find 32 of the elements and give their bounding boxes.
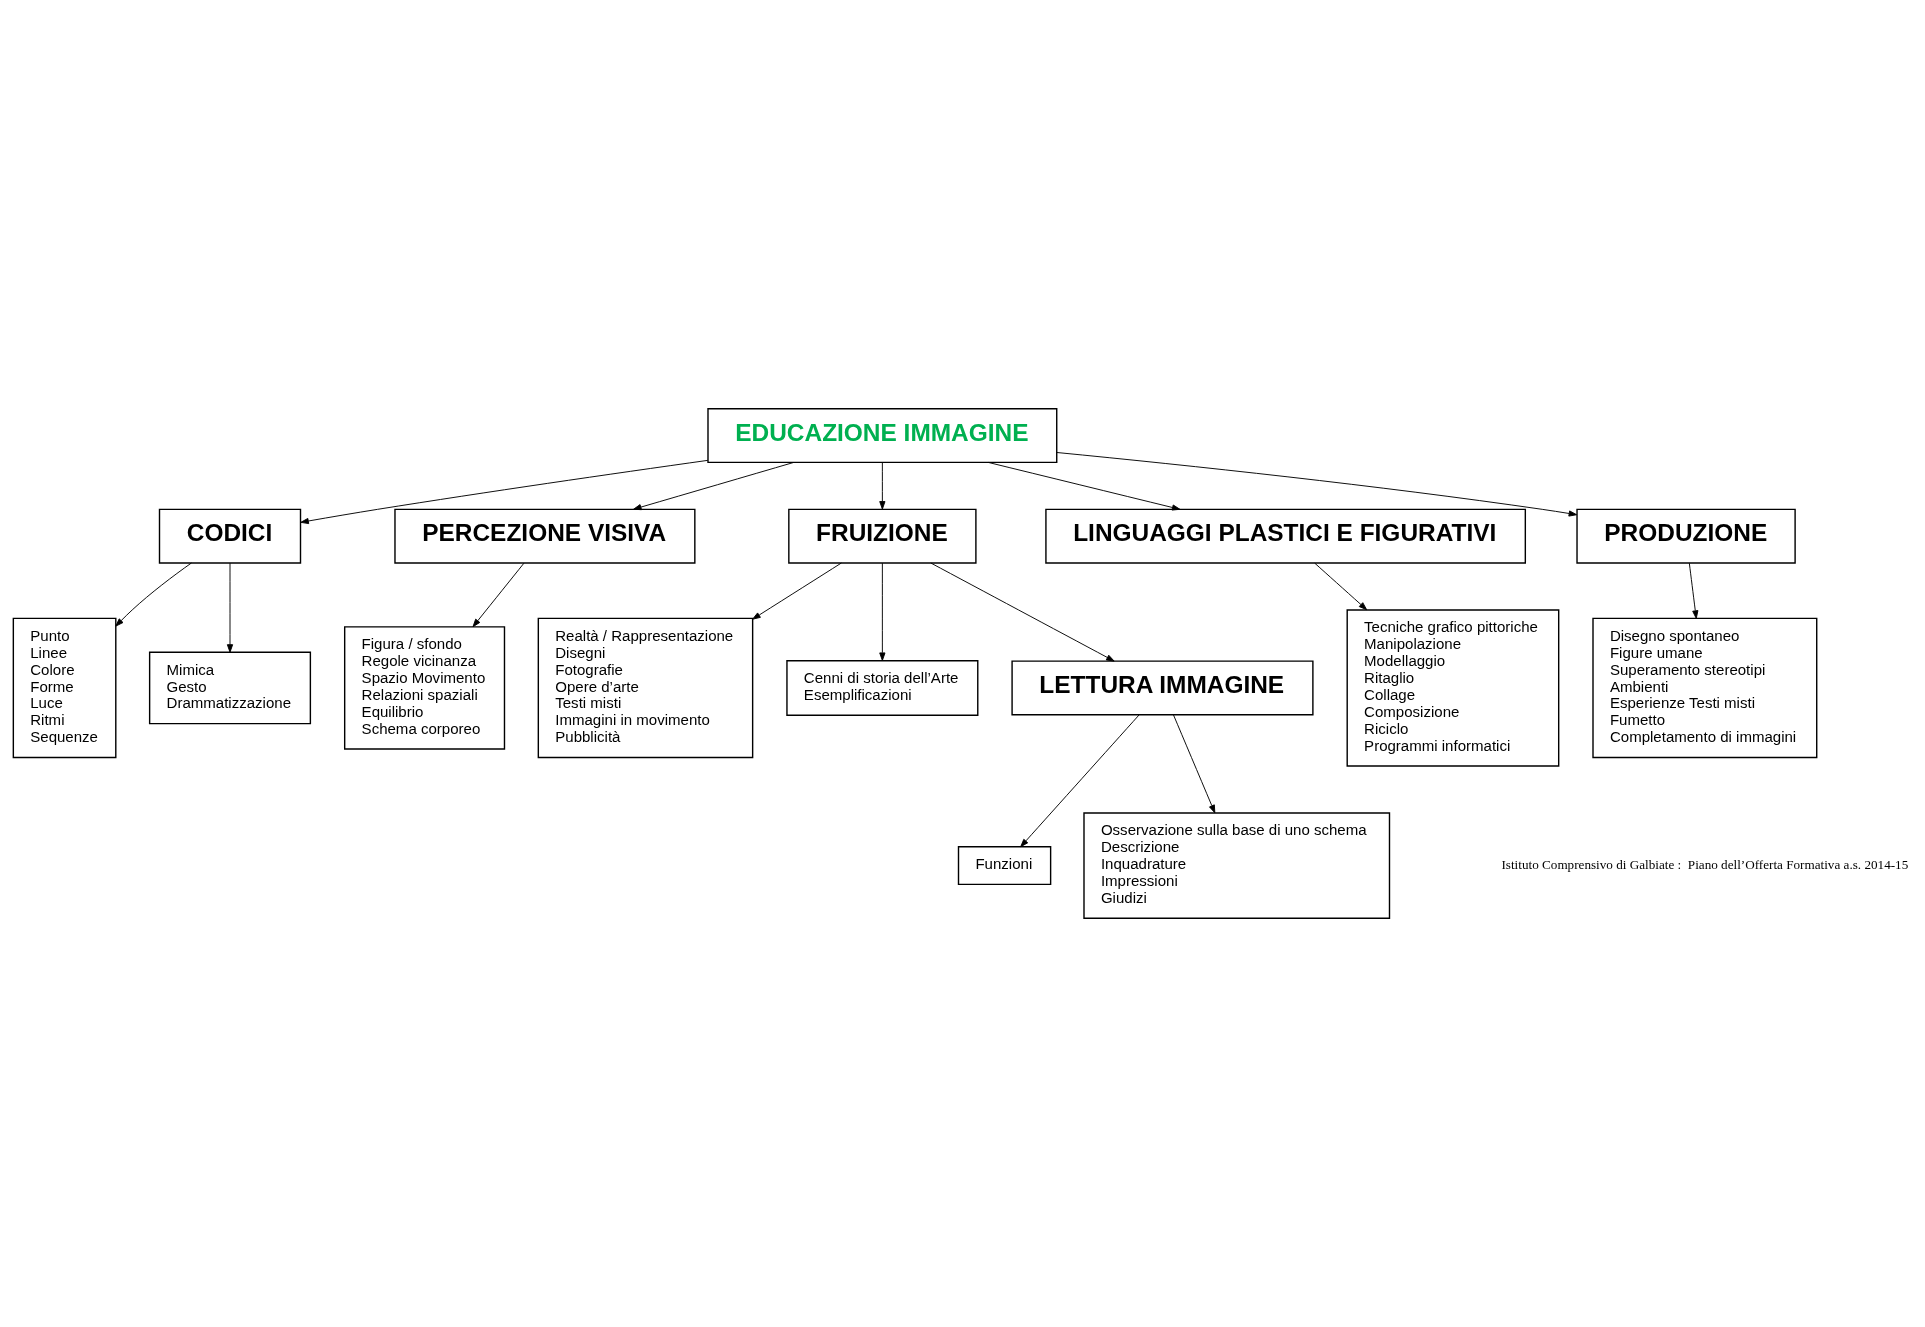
arrow	[633, 461, 795, 511]
arrow	[1056, 452, 1578, 517]
node-box: Osservazione sulla base di uno schema Descrizione Inquadrature Impressioni Giudizi	[1083, 812, 1391, 919]
node-box: CODICI	[158, 508, 302, 564]
node-box: PERCEZIONE VISIVA	[394, 508, 696, 564]
node-box: Funzioni	[957, 846, 1052, 886]
node-box: LINGUAGGI PLASTICI E FIGURATIVI	[1045, 508, 1527, 564]
node-box: Cenni di storia dell’Arte Esemplificazioni	[786, 659, 979, 716]
node-box: FRUIZIONE	[788, 508, 977, 564]
arrow	[1020, 714, 1140, 848]
arrow	[1688, 562, 1699, 619]
node-box: Disegno spontaneo Figure umane Superamento stereotipi Ambienti Esperienze Testi misti Fumetto Completamento di immagini	[1592, 617, 1818, 759]
node-box: EDUCAZIONE IMMAGINE	[707, 408, 1058, 464]
arrow	[752, 562, 842, 620]
arrow	[987, 461, 1181, 511]
node-box: Tecniche grafico pittoriche Manipolazione Modellaggio Ritaglio Collage Composizione Riciclo Programmi informatici	[1346, 609, 1560, 767]
arrow	[879, 562, 886, 661]
arrow	[1173, 714, 1216, 814]
label: Istituto Comprensivo di Galbiate : Piano dell’Offerta Formativa a.s. 2014-15	[1501, 857, 1909, 873]
arrow	[300, 459, 709, 525]
arrow	[472, 562, 525, 628]
node-box: Figura / sfondo Regole vicinanza Spazio Movimento Relazioni spaziali Equilibrio Schema corporeo	[344, 626, 506, 750]
arrow	[879, 461, 886, 510]
arrow	[226, 562, 234, 653]
node-box: Mimica Gesto Drammatizzazione	[148, 651, 312, 725]
arrow	[930, 562, 1115, 662]
arrow	[115, 562, 192, 627]
arrow	[1314, 562, 1368, 611]
node-box: PRODUZIONE	[1576, 508, 1796, 564]
node-box: Realtà / Rappresentazione Disegni Fotografie Opere d’arte Testi misti Immagini in movimento Pubblicità	[537, 617, 754, 759]
node-box: LETTURA IMMAGINE	[1011, 660, 1314, 716]
node-box: Punto Linee Colore Forme Luce Ritmi Sequenze	[12, 617, 117, 759]
